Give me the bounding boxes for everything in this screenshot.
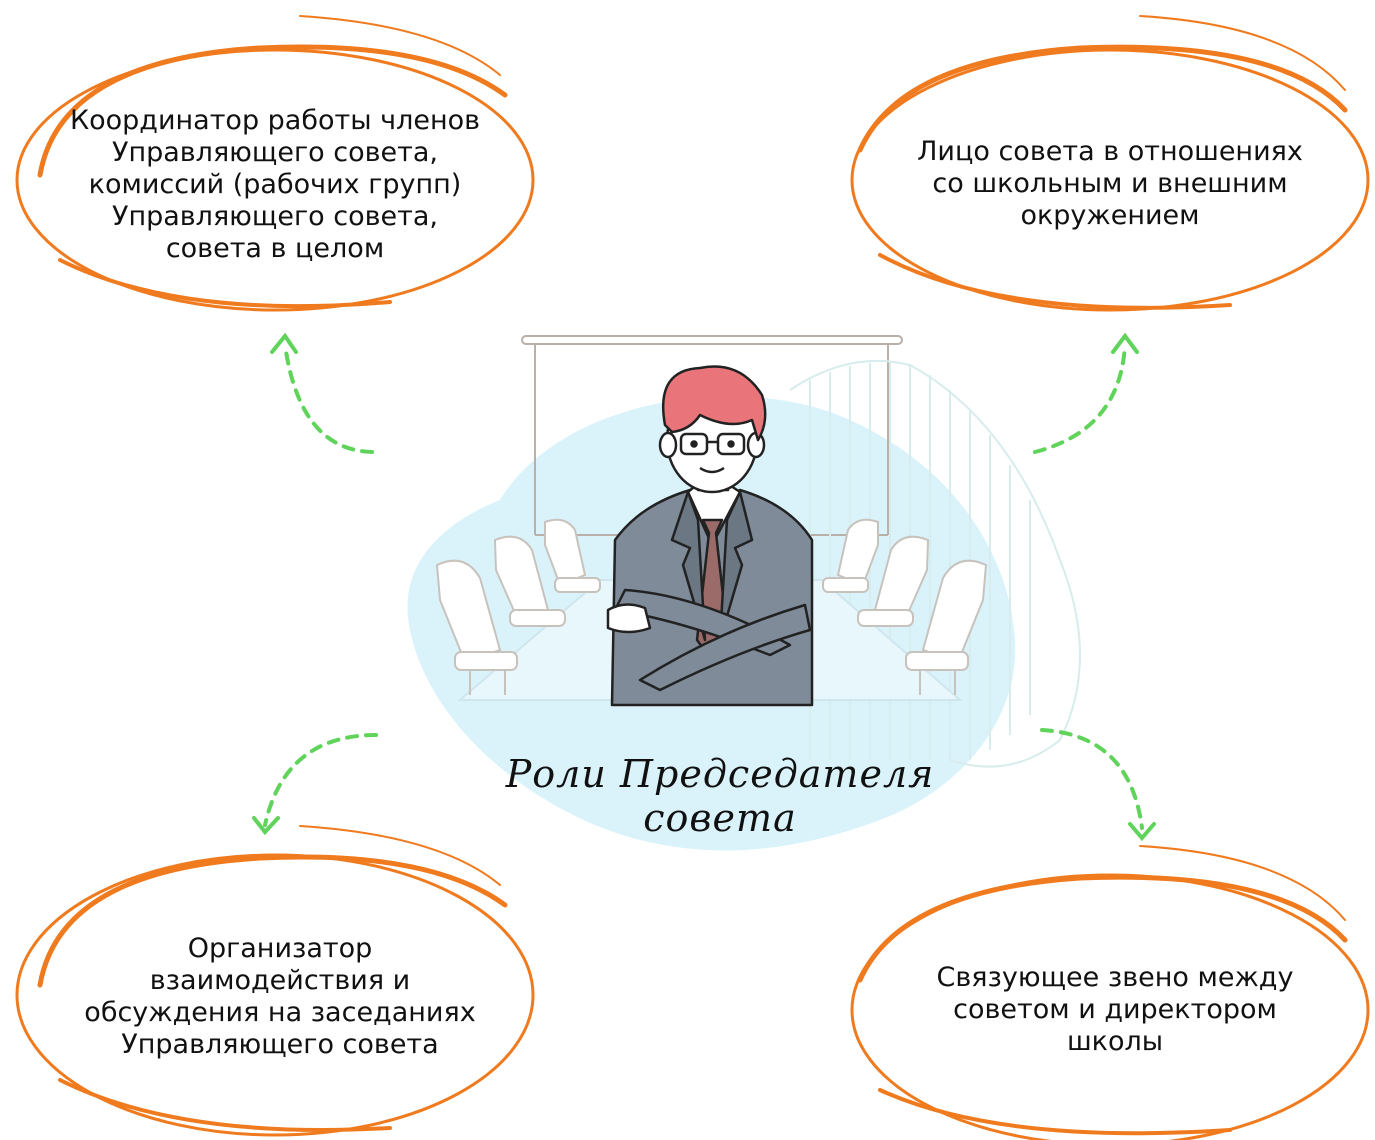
role-line: Управляющего совета, <box>111 201 438 232</box>
meeting-chair-icon <box>857 535 930 627</box>
role-line: Лицо совета в отношениях <box>917 136 1303 167</box>
arrow-to-public-face <box>1033 332 1139 454</box>
role-line: комиссий (рабочих групп) <box>88 169 462 200</box>
bubble-outline-link <box>850 845 1370 1140</box>
meeting-chair-icon <box>822 518 879 593</box>
role-line: советом и директором <box>953 994 1277 1025</box>
role-coordinator: Координатор работы членов Управляющего с… <box>40 105 510 265</box>
meeting-chair-icon <box>905 559 988 695</box>
role-line: Координатор работы членов <box>69 105 481 136</box>
chairman-figure <box>606 365 814 707</box>
role-public-face: Лицо совета в отношениях со школьным и в… <box>880 136 1340 232</box>
role-line: Связующее звено между <box>936 962 1294 993</box>
role-line: обсуждения на заседаниях <box>84 997 476 1028</box>
arrow-to-link <box>1040 728 1156 842</box>
arrow-to-organizer <box>252 733 378 836</box>
role-line: Управляющего совета <box>121 1029 439 1060</box>
meeting-chair-icon <box>493 535 566 627</box>
bubble-outline-public-face <box>850 15 1370 312</box>
role-organizer: Организатор взаимодействия и обсуждения … <box>40 933 520 1061</box>
role-link: Связующее звено между советом и директор… <box>885 962 1345 1058</box>
role-line: Управляющего совета, <box>111 137 438 168</box>
diagram-title: Роли Председателя совета <box>505 752 935 840</box>
role-line: Организатор <box>187 933 373 964</box>
bubble-outline-organizer <box>15 825 535 1137</box>
role-line: окружением <box>1020 200 1200 231</box>
bubble-outline-coordinator <box>15 15 535 312</box>
role-line: со школьным и внешним <box>932 168 1288 199</box>
arrow-to-coordinator <box>270 332 374 454</box>
role-line: совета в целом <box>165 233 385 264</box>
meeting-chair-icon <box>544 518 601 593</box>
role-line: взаимодействия и <box>149 965 411 996</box>
meeting-chair-icon <box>435 559 518 695</box>
role-line: школы <box>1066 1026 1164 1057</box>
